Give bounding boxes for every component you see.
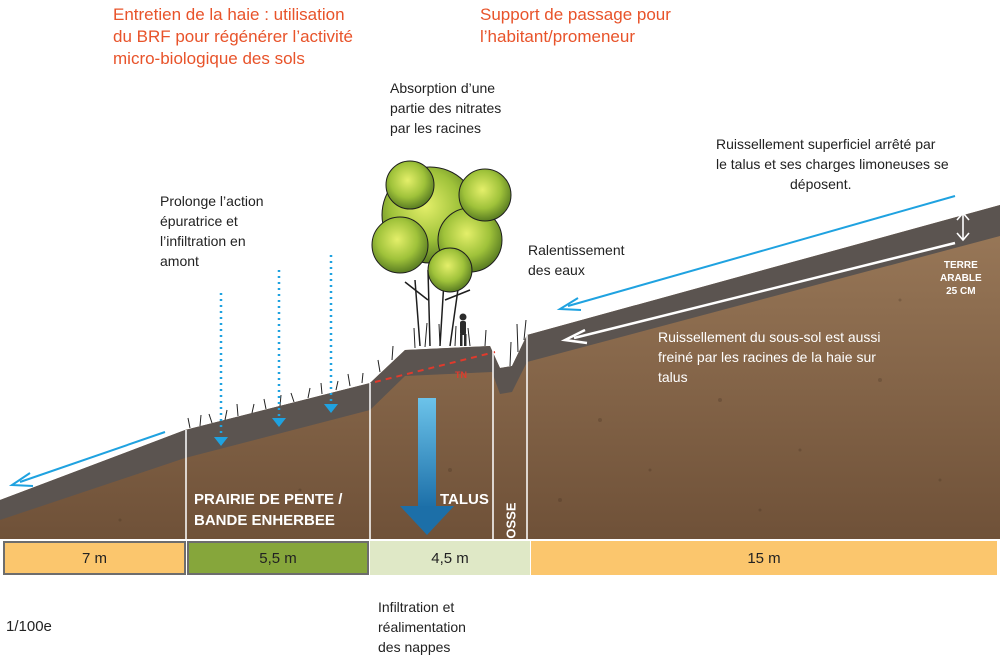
prolong-action-note: Prolonge l’action épuratrice et l’infilt… [160, 193, 264, 269]
prairie-zone-label: PRAIRIE DE PENTE / BANDE ENHERBEE [194, 491, 343, 529]
scale-segment-7m: 7 m [3, 541, 186, 575]
topsoil-thickness-marker [956, 211, 970, 242]
downslope-runoff-arrow [8, 431, 166, 487]
scale-segment-5-5m: 5,5 m [187, 541, 369, 575]
hedge-maintenance-note: Entretien de la haie : utilisation du BR… [113, 5, 354, 68]
subsoil-runoff-arrow [560, 241, 956, 345]
topsoil-label: TERRE ARABLE 25 CM [940, 260, 982, 297]
scale-segment-4-5m: 4,5 m [370, 541, 530, 575]
water-slowing-note: Ralentissement des eaux [528, 242, 625, 278]
tn-line [374, 351, 496, 383]
passage-support-note: Support de passage pour l’habitant/prome… [480, 5, 671, 46]
tn-label: TN [455, 370, 467, 380]
scale-segment-15m: 15 m [531, 541, 997, 575]
talus-zone-label: TALUS [440, 491, 489, 508]
hedge-tree [371, 160, 512, 293]
subsoil-runoff-note: Ruissellement du sous-sol est aussi frei… [658, 329, 881, 385]
walker-figure [459, 313, 467, 346]
aquifer-recharge-arrow [400, 398, 454, 535]
nitrate-absorption-note: Absorption d’une partie des nitrates par… [390, 80, 502, 136]
scale-ratio: 1/100e [6, 618, 52, 635]
topsoil-layer [0, 205, 1000, 520]
surface-runoff-note: Ruissellement superficiel arrêté par le … [716, 136, 949, 192]
upslope-infiltration-arrows [219, 255, 333, 437]
infiltration-note: Infiltration et réalimentation des nappe… [378, 599, 466, 655]
surface-runoff-arrow [556, 195, 956, 311]
